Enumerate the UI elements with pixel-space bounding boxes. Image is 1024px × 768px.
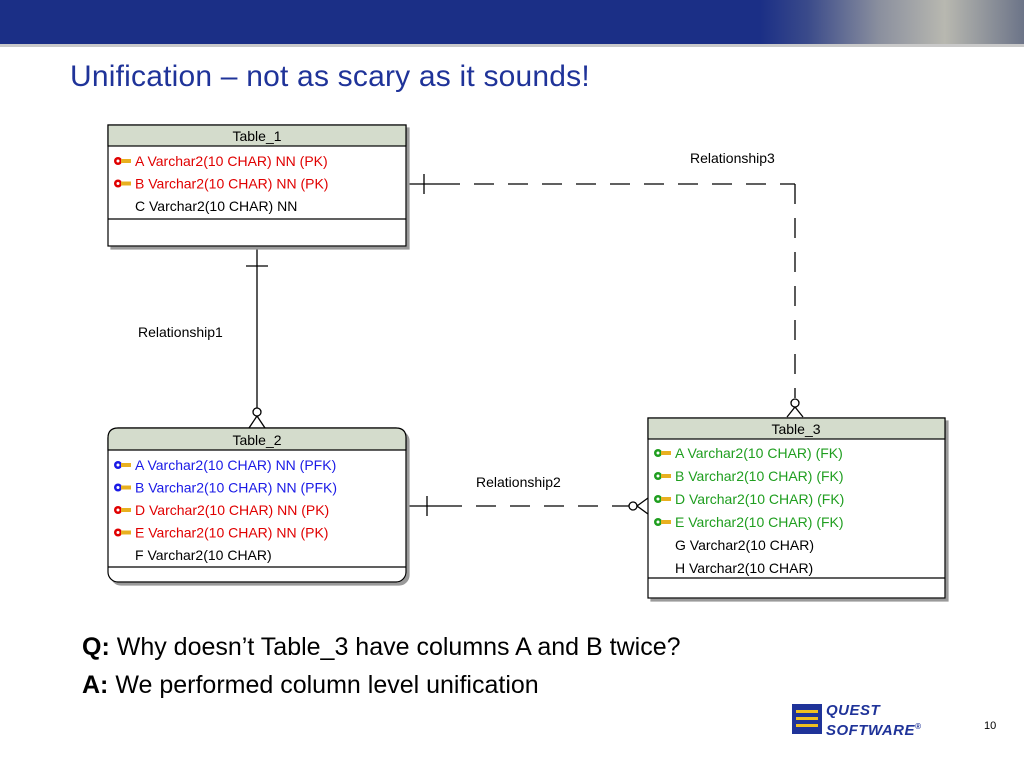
primary-foreign-key-icon xyxy=(114,461,131,469)
table-2-column-row: A Varchar2(10 CHAR) NN (PFK) xyxy=(135,457,336,473)
table-3-column-row: H Varchar2(10 CHAR) xyxy=(675,560,813,576)
table-3-box xyxy=(647,417,946,599)
table-3-column-row: D Varchar2(10 CHAR) (FK) xyxy=(675,491,844,507)
relationship3-label: Relationship3 xyxy=(690,150,775,166)
logo-registered-mark: ® xyxy=(915,722,922,731)
table-2-column-row: E Varchar2(10 CHAR) NN (PK) xyxy=(135,525,328,541)
table-3-entity[interactable]: Table_3 A Varchar2(10 CHAR) (FK) B Varcha… xyxy=(647,417,946,599)
primary-key-icon xyxy=(114,157,131,165)
primary-key-icon xyxy=(114,179,131,188)
question-line: Q: Why doesn’t Table_3 have columns A an… xyxy=(82,633,681,662)
table-1-entity[interactable]: Table_1 A Varchar2(10 CHAR) NN (PK) B Var… xyxy=(107,124,407,247)
table-2-column-row: B Varchar2(10 CHAR) NN (PFK) xyxy=(135,480,337,496)
quest-logo-mark-icon xyxy=(792,704,822,734)
foreign-key-icon xyxy=(654,495,671,503)
relationship2-label: Relationship2 xyxy=(476,474,561,490)
primary-key-icon xyxy=(114,506,131,514)
quest-software-logo: QUEST SOFTWARE® xyxy=(792,700,962,740)
table-3-header xyxy=(647,417,946,440)
page-number: 10 xyxy=(984,720,997,732)
relationship1-label: Relationship1 xyxy=(138,324,223,340)
table-3-column-row: E Varchar2(10 CHAR) (FK) xyxy=(675,514,844,530)
table-3-column-row: A Varchar2(10 CHAR) (FK) xyxy=(675,445,843,461)
foreign-key-icon xyxy=(654,518,671,526)
relationship1-line xyxy=(246,246,268,429)
logo-line-1: QUEST xyxy=(826,702,881,719)
question-prefix: Q: xyxy=(82,633,110,661)
table-1-column-row: A Varchar2(10 CHAR) NN (PK) xyxy=(135,153,328,169)
banner-photo-strip xyxy=(760,0,1024,44)
answer-line: A: We performed column level unification xyxy=(82,671,539,700)
question-text: Why doesn’t Table_3 have columns A and B… xyxy=(116,633,681,661)
table-2-column-row: F Varchar2(10 CHAR) xyxy=(135,547,272,563)
logo-line-2: SOFTWARE xyxy=(826,722,915,739)
relationship3-line xyxy=(407,174,804,418)
top-banner xyxy=(0,0,1024,44)
answer-text: We performed column level unification xyxy=(115,671,539,699)
table-2-header xyxy=(107,427,407,451)
table-1-column-row: C Varchar2(10 CHAR) NN xyxy=(135,198,297,214)
table-1-header xyxy=(107,124,407,147)
er-diagram: Relationship1 Relationship2 Relationship… xyxy=(107,124,946,599)
foreign-key-icon xyxy=(654,472,671,480)
table-3-column-row: G Varchar2(10 CHAR) xyxy=(675,537,814,553)
table-1-name: Table_1 xyxy=(232,128,281,144)
answer-prefix: A: xyxy=(82,671,109,699)
table-3-name: Table_3 xyxy=(771,421,820,437)
foreign-key-icon xyxy=(654,449,671,457)
slide-title: Unification – not as scary as it sounds! xyxy=(70,60,590,93)
table-3-column-row: B Varchar2(10 CHAR) (FK) xyxy=(675,468,844,484)
table-2-name: Table_2 xyxy=(232,432,281,448)
table-2-entity[interactable]: Table_2 A Varchar2(10 CHAR) NN (PFK) B Va… xyxy=(107,427,407,583)
primary-key-icon xyxy=(114,528,131,537)
table-2-column-row: D Varchar2(10 CHAR) NN (PK) xyxy=(135,502,329,518)
table-1-column-row: B Varchar2(10 CHAR) NN (PK) xyxy=(135,176,328,192)
banner-divider xyxy=(0,44,1024,47)
relationship2-line xyxy=(407,496,649,516)
primary-foreign-key-icon xyxy=(114,483,131,492)
